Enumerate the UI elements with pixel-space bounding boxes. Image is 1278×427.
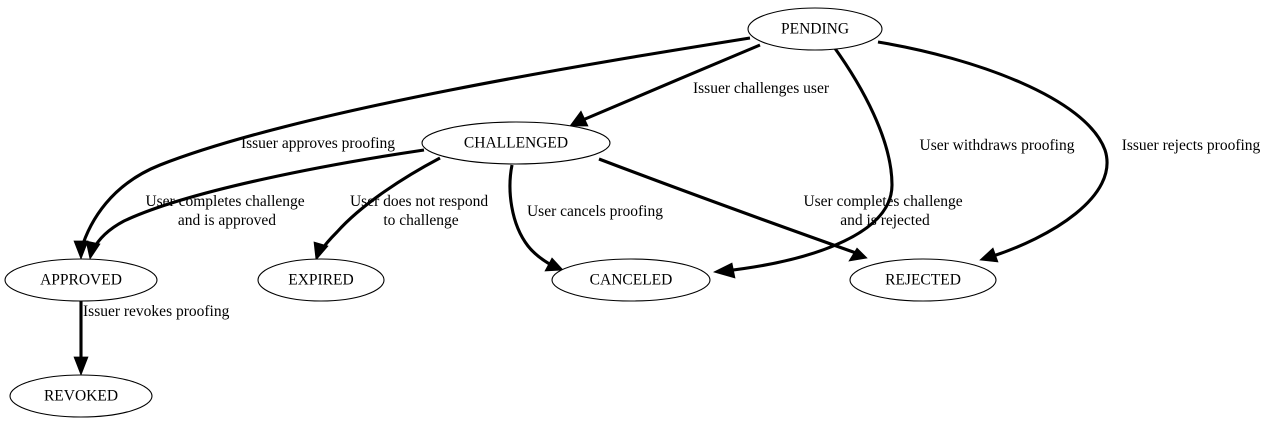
edge-pending-approved: [73, 36, 751, 260]
edge-label-line-2: to challenge: [383, 212, 458, 229]
node-pending-shape[interactable]: [747, 7, 883, 51]
edge-label-challenged-canceled: User cancels proofing: [527, 203, 663, 220]
edge-pending-rejected: [877, 40, 1109, 263]
edge-label-pending-approved: Issuer approves proofing: [241, 135, 395, 152]
edge-challenged-expired: [313, 156, 441, 261]
node-approved-shape[interactable]: [4, 258, 158, 302]
edge-label-line-1: User completes challenge: [145, 193, 304, 210]
edge-label-line-1: User does not respond: [350, 193, 488, 210]
edge-challenged-rejected-path: [598, 157, 857, 255]
node-rejected[interactable]: REJECTED: [849, 258, 997, 302]
edge-challenged-canceled-path: [508, 164, 554, 268]
edge-label-challenged-rejected: User completes challenge and is rejected: [803, 193, 966, 229]
node-approved-label: APPROVED: [40, 272, 122, 289]
edge-label-challenged-expired: User does not respond to challenge: [350, 193, 492, 229]
edge-pending-rejected-arrowhead: [979, 247, 999, 263]
edge-pending-canceled-arrowhead: [713, 262, 736, 279]
edge-label-line-1: User completes challenge: [803, 193, 962, 210]
node-approved[interactable]: APPROVED: [4, 258, 158, 302]
edge-pending-challenged-arrowhead: [569, 110, 589, 127]
edge-label-line-2: and is rejected: [840, 212, 930, 229]
node-rejected-shape[interactable]: [849, 258, 997, 302]
node-challenged-label: CHALLENGED: [464, 135, 568, 152]
node-revoked-label: REVOKED: [44, 388, 118, 405]
edge-pending-challenged: [569, 43, 761, 127]
node-expired-label: EXPIRED: [288, 272, 353, 289]
edge-label-line-2: and is approved: [178, 212, 276, 229]
node-canceled-shape[interactable]: [551, 258, 711, 302]
edge-pending-canceled: [713, 46, 894, 279]
edge-challenged-rejected: [598, 157, 868, 262]
node-canceled[interactable]: CANCELED: [551, 258, 711, 302]
edge-challenged-canceled: [508, 164, 564, 272]
edge-pending-rejected-path: [877, 40, 1109, 259]
edge-label-pending-canceled: User withdraws proofing: [920, 137, 1075, 154]
node-challenged-shape[interactable]: [421, 121, 611, 165]
edge-label-challenged-approved: User completes challenge and is approved: [145, 193, 308, 229]
edge-label-pending-challenged: Issuer challenges user: [693, 80, 830, 97]
edge-challenged-approved: [85, 148, 425, 260]
node-revoked[interactable]: REVOKED: [9, 374, 153, 418]
edge-challenged-approved-path: [91, 148, 425, 251]
node-pending[interactable]: PENDING: [747, 7, 883, 51]
edge-pending-challenged-path: [577, 43, 761, 124]
edge-approved-revoked: [73, 301, 89, 376]
node-canceled-label: CANCELED: [590, 272, 673, 289]
edge-label-pending-rejected: Issuer rejects proofing: [1122, 137, 1261, 154]
edge-challenged-canceled-arrowhead: [544, 257, 564, 272]
edge-challenged-approved-arrowhead: [85, 240, 101, 260]
node-rejected-label: REJECTED: [885, 272, 961, 289]
node-revoked-shape[interactable]: [9, 374, 153, 418]
node-expired[interactable]: EXPIRED: [257, 258, 385, 302]
node-pending-label: PENDING: [781, 21, 849, 38]
edge-challenged-expired-arrowhead: [313, 241, 329, 261]
edge-pending-approved-arrowhead: [73, 240, 89, 260]
edge-challenged-rejected-arrowhead: [848, 247, 868, 262]
edge-pending-canceled-path: [724, 46, 894, 273]
node-expired-shape[interactable]: [257, 258, 385, 302]
edge-label-approved-revoked: Issuer revokes proofing: [83, 303, 230, 320]
edge-pending-approved-path: [79, 36, 751, 251]
edge-approved-revoked-arrowhead: [73, 356, 89, 376]
node-challenged[interactable]: CHALLENGED: [421, 121, 611, 165]
